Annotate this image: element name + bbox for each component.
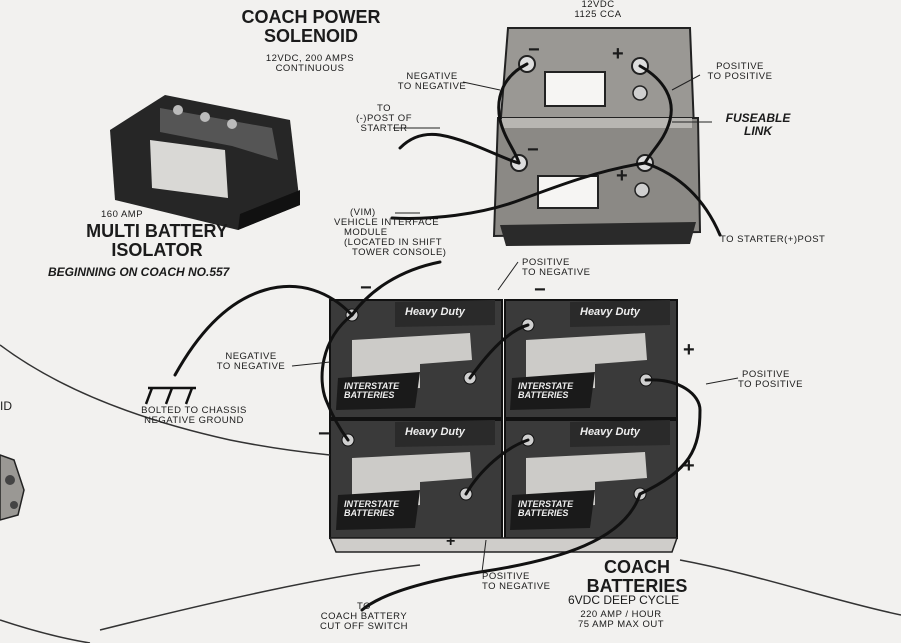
coach-battery-bottom-right [504,419,678,539]
plus-sign: + [616,165,628,187]
indicator-window-bottom [537,175,599,209]
plus-sign: + [612,43,624,65]
left-edge-component [0,454,25,521]
battery-base [328,537,679,553]
battery-cap-label: Heavy Duty [580,426,640,438]
minus-sign: − [318,423,330,445]
plus-sign: + [683,339,695,361]
minus-sign: − [534,279,546,301]
label-vim: (VIM) VEHICLE INTERFACE MODULE (LOCATED … [334,207,447,258]
label-to-starter-positive: TO STARTER(+)POST [720,234,826,245]
isolator-stud-1 [173,105,183,115]
isolator-note: BEGINNING ON COACH NO.557 [48,265,230,279]
indicator-window-top [544,71,606,107]
minus-sign: − [360,277,372,299]
chassis-battery [492,27,702,246]
isolator-stud-3 [227,119,237,129]
battery-cap-label: Heavy Duty [580,306,640,318]
minus-sign: − [528,39,540,61]
plus-sign: + [683,455,695,477]
coach-batteries-type: 6VDC DEEP CYCLE [568,593,680,607]
isolator-device [110,95,300,230]
plus-sign: + [446,533,456,550]
coach-battery-top-right [504,299,678,419]
battery-cap-label: Heavy Duty [405,306,465,318]
label-left-edge: ID [0,399,12,413]
coach-battery-top-left [329,299,503,419]
isolator-amp: 160 AMP [101,209,144,220]
battery-cap-label: Heavy Duty [405,426,465,438]
chassis-ground-symbol [144,386,196,405]
background-lines [0,344,901,643]
minus-sign: − [527,139,539,161]
isolator-stud-2 [200,112,210,122]
coach-battery-bottom-left [329,419,503,539]
cables [173,62,722,612]
leader-lines [291,74,739,573]
